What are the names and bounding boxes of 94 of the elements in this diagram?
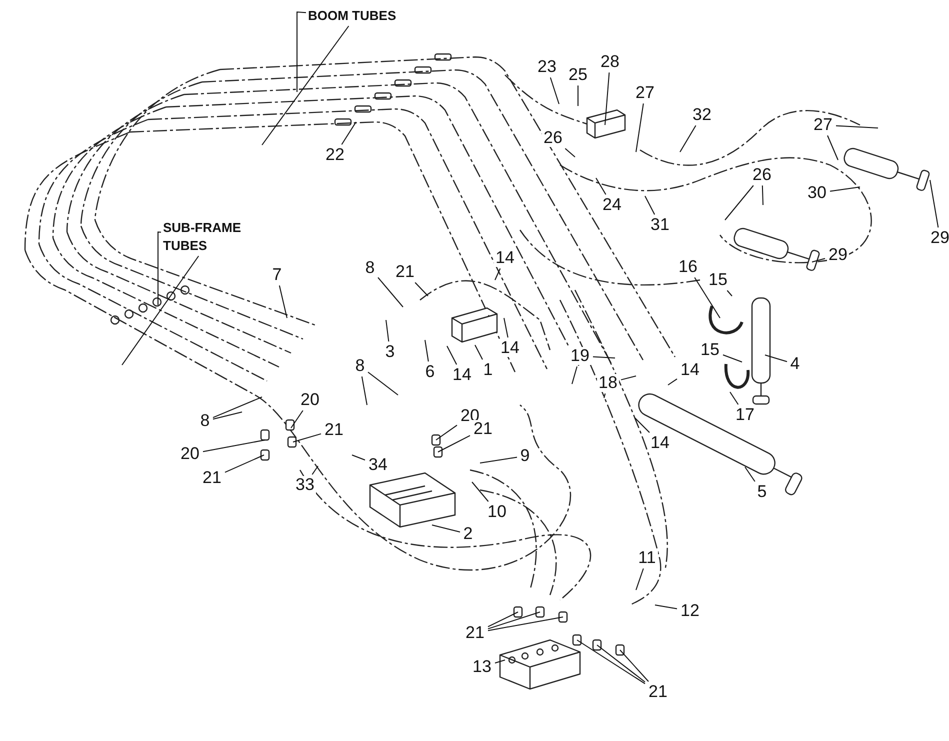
callout-number: 9: [519, 446, 531, 464]
leader-line: [296, 11, 306, 92]
callout-number: 10: [486, 502, 508, 520]
leader-line: [488, 616, 564, 632]
leader-line: [576, 640, 646, 684]
leader-line: [654, 604, 678, 610]
leader-line: [620, 376, 636, 380]
callout-number: 15: [707, 270, 729, 288]
leader-line: [830, 186, 860, 192]
leader-line: [488, 612, 540, 630]
leader-line: [262, 26, 350, 146]
leader-line: [644, 196, 656, 215]
callout-number: 19: [569, 346, 591, 364]
leader-line: [488, 612, 518, 628]
leader-line: [730, 392, 739, 405]
leader-line: [762, 185, 764, 206]
callout-number: 18: [597, 374, 619, 392]
leader-line: [564, 148, 576, 158]
leader-line: [312, 466, 318, 475]
leader-line: [158, 231, 162, 306]
leader-line: [202, 440, 266, 452]
leader-line: [604, 393, 606, 398]
leader-line: [636, 103, 644, 152]
callout-number: 31: [649, 216, 671, 234]
leader-line: [474, 344, 483, 360]
callout-number: 16: [677, 258, 699, 276]
leader-line: [827, 135, 838, 160]
leader-line: [836, 125, 878, 128]
leader-line: [212, 396, 262, 418]
leader-line: [386, 320, 390, 342]
leader-line: [596, 644, 646, 682]
leader-line: [414, 282, 428, 296]
leader-line: [596, 178, 606, 195]
leader-line: [726, 290, 732, 296]
leader-line: [634, 418, 650, 433]
leader-line: [278, 285, 288, 318]
leader-line: [292, 433, 322, 442]
callout-number: 30: [806, 184, 828, 202]
callout-number: 29: [929, 228, 949, 246]
leader-line: [446, 346, 458, 365]
callout-number: 20: [299, 390, 321, 408]
leader-line: [494, 268, 501, 280]
callout-number: 3: [384, 342, 396, 360]
leader-line: [572, 366, 578, 384]
leader-line: [620, 650, 649, 682]
leader-line: [432, 524, 460, 532]
callout-number: 28: [599, 52, 621, 70]
leader-line: [480, 456, 518, 464]
leader-line: [368, 372, 398, 396]
leader-line: [212, 412, 242, 420]
callout-number: 5: [756, 482, 768, 500]
leader-line: [592, 356, 616, 358]
leader-line: [724, 185, 754, 220]
leader-line: [424, 340, 429, 362]
leader-line: [341, 122, 356, 145]
leader-line: [680, 125, 696, 152]
leader-line: [668, 378, 678, 386]
callout-number: 15: [699, 340, 721, 358]
leader-line: [438, 435, 470, 452]
leader-line: [122, 256, 200, 366]
leader-line: [764, 354, 788, 362]
callout-number: 25: [567, 66, 589, 84]
leader-line: [361, 376, 368, 406]
callout-number: 13: [471, 658, 493, 676]
leader-line: [694, 277, 720, 318]
callout-number: 8: [364, 258, 376, 276]
leader-line: [472, 482, 489, 502]
callout-number: 26: [542, 128, 564, 146]
callout-number: 29: [827, 246, 849, 264]
leader-line: [436, 424, 458, 440]
callout-number: 14: [499, 338, 521, 356]
leader-line: [930, 180, 939, 228]
callout-number: 26: [751, 166, 773, 184]
callout-number: 8: [354, 356, 366, 374]
callout-number: 32: [691, 106, 713, 124]
leader-line: [378, 277, 404, 308]
leader-line: [290, 410, 304, 428]
leader-line: [224, 454, 264, 473]
callout-number: 20: [179, 444, 201, 462]
callout-number: 34: [367, 456, 389, 474]
leader-line: [722, 354, 742, 362]
callout-number: 8: [199, 412, 211, 430]
callout-number: 23: [536, 58, 558, 76]
leader-line: [812, 258, 826, 262]
leader-line: [744, 466, 756, 482]
leader-line: [352, 454, 366, 460]
leader-line: [636, 568, 644, 590]
callout-number: 6: [424, 362, 436, 380]
leader-line: [494, 660, 506, 664]
leader-line: [504, 318, 508, 338]
callout-number: 14: [494, 248, 516, 266]
callout-number: 33: [294, 476, 316, 494]
leader-line: [604, 72, 610, 126]
leader-line: [550, 77, 560, 104]
